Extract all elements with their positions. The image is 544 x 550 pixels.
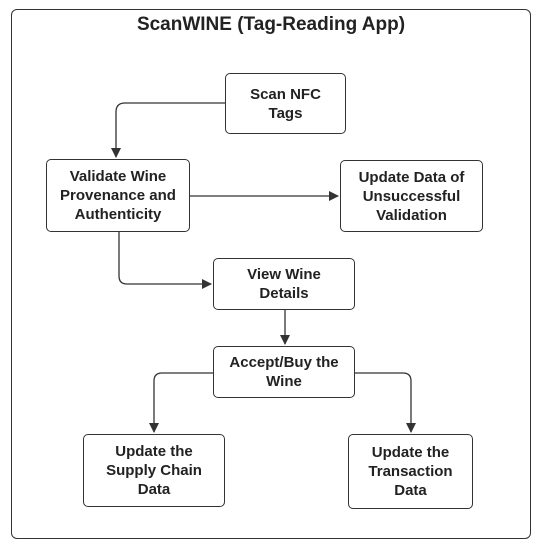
node-update-transaction: Update the Transaction Data (348, 434, 473, 509)
edge-accept-to-supply (149, 372, 213, 433)
edge-scan-to-validate (111, 102, 225, 158)
node-update-supply-chain: Update the Supply Chain Data (83, 434, 225, 507)
node-accept-buy-wine: Accept/Buy the Wine (213, 346, 355, 398)
diagram-frame (11, 9, 531, 539)
edge-validate-to-view (118, 232, 212, 289)
node-validate-wine: Validate Wine Provenance and Authenticit… (46, 159, 190, 232)
diagram-title: ScanWINE (Tag-Reading App) (136, 14, 406, 35)
node-scan-nfc-tags: Scan NFC Tags (225, 73, 346, 134)
edge-accept-to-transaction (355, 372, 416, 433)
node-update-unsuccessful-validation: Update Data of Unsuccessful Validation (340, 160, 483, 232)
node-view-wine-details: View Wine Details (213, 258, 355, 310)
